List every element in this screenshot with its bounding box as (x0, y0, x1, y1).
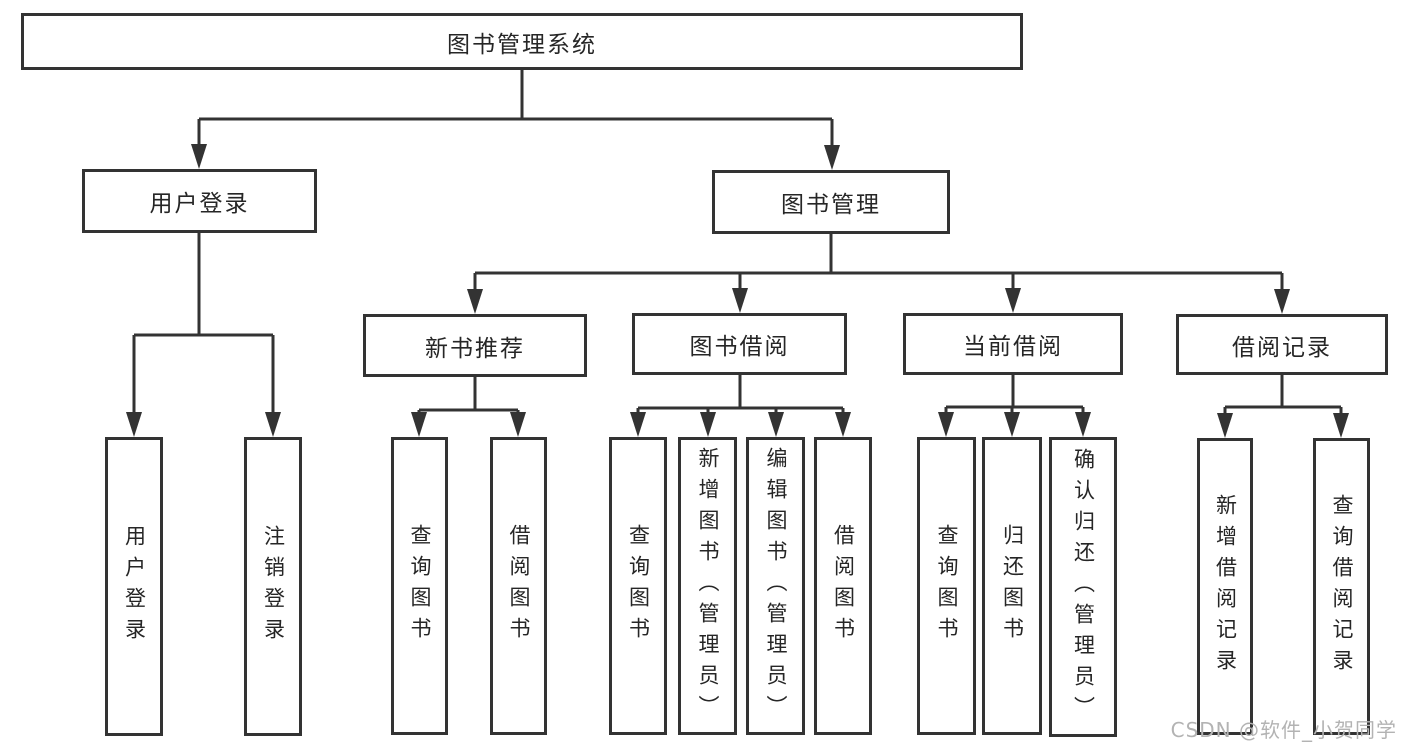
arrowhead (938, 412, 954, 437)
node-label: 查询图书 (626, 524, 651, 648)
node-label: 图书借阅 (689, 334, 790, 360)
arrowheads (126, 144, 1349, 438)
node-user-login: 用户登录 (82, 169, 317, 233)
node-label: 确认归还（管理员） (1071, 447, 1096, 727)
arrowhead (732, 288, 748, 313)
arrowhead (630, 412, 646, 437)
node-label: 借阅记录 (1232, 334, 1332, 361)
arrowhead (1333, 413, 1349, 438)
arrowhead (835, 412, 851, 437)
node-label: 查询图书 (935, 524, 959, 648)
leaf-add-books-admin: 新增图书（管理员） (678, 437, 737, 735)
leaf-logout: 注销登录 (244, 437, 302, 736)
arrowhead (768, 412, 784, 437)
node-new-book-recommendation: 新书推荐 (363, 314, 587, 377)
node-label: 图书管理系统 (447, 31, 597, 58)
leaf-query-books: 查询图书 (917, 437, 976, 735)
arrowhead (824, 145, 840, 170)
arrowhead (411, 412, 427, 437)
node-label: 编辑图书（管理员） (764, 446, 788, 726)
arrowhead (1274, 289, 1290, 314)
arrowhead (265, 412, 281, 437)
node-label: 借阅图书 (831, 524, 856, 648)
leaf-query-books: 查询图书 (609, 437, 667, 735)
arrowhead (1004, 412, 1020, 437)
node-label: 新书推荐 (425, 335, 525, 362)
node-label: 查询借阅记录 (1330, 493, 1354, 680)
leaf-confirm-return-admin: 确认归还（管理员） (1049, 437, 1117, 737)
leaf-query-borrow-record: 查询借阅记录 (1313, 438, 1370, 735)
arrowhead (1217, 413, 1233, 438)
leaf-borrow-books: 借阅图书 (814, 437, 872, 735)
leaf-borrow-books: 借阅图书 (490, 437, 547, 735)
node-label: 借阅图书 (507, 524, 531, 648)
node-label: 图书管理 (781, 192, 881, 218)
arrowhead (1075, 412, 1091, 437)
arrowhead (467, 289, 483, 314)
node-label: 新增借阅记录 (1213, 493, 1238, 680)
csdn-watermark: CSDN @软件_小贺同学 (1170, 718, 1397, 742)
node-book-borrowing: 图书借阅 (632, 313, 847, 375)
leaf-user-login: 用户登录 (105, 437, 163, 736)
node-label: 归还图书 (1000, 524, 1025, 648)
node-label: 用户登录 (122, 524, 147, 649)
arrowhead (1005, 288, 1021, 313)
arrowhead (510, 412, 526, 437)
leaf-add-borrow-record: 新增借阅记录 (1197, 438, 1253, 735)
node-label: 用户登录 (149, 191, 250, 217)
leaf-edit-books-admin: 编辑图书（管理员） (746, 437, 805, 735)
arrowhead (191, 144, 207, 169)
leaf-query-books: 查询图书 (391, 437, 448, 735)
arrowhead (126, 412, 142, 437)
arrowhead (700, 412, 716, 437)
node-current-borrowing: 当前借阅 (903, 313, 1123, 375)
node-label: 注销登录 (261, 524, 286, 649)
node-label: 新增图书（管理员） (696, 446, 720, 726)
node-label: 查询图书 (408, 524, 432, 648)
node-library-management-system: 图书管理系统 (21, 13, 1023, 70)
node-label: 当前借阅 (963, 334, 1063, 360)
leaf-return-books: 归还图书 (982, 437, 1042, 735)
node-borrowing-records: 借阅记录 (1176, 314, 1388, 375)
node-book-management: 图书管理 (712, 170, 950, 234)
